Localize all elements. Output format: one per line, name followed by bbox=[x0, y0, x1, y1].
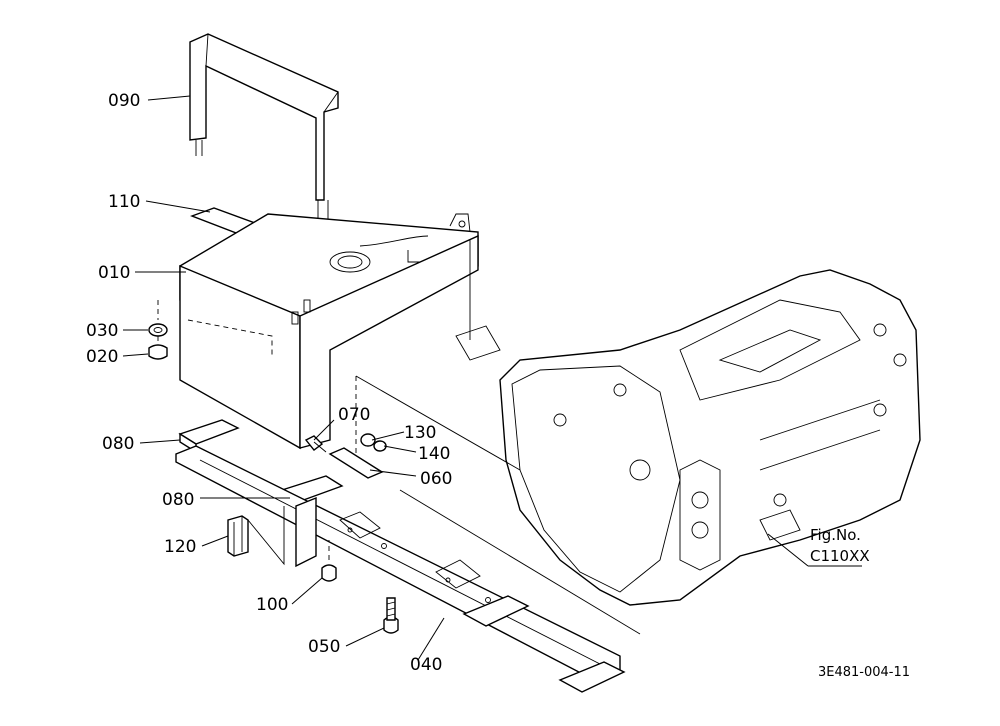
callout-020: 020 bbox=[86, 347, 118, 367]
callout-050: 050 bbox=[308, 637, 340, 657]
hex-bolt bbox=[383, 597, 399, 634]
drawing-number: 3E481-004-11 bbox=[818, 665, 910, 680]
battery bbox=[179, 213, 501, 450]
callout-010: 010 bbox=[98, 263, 130, 283]
cushion-upper bbox=[178, 419, 240, 454]
battery-hold-down-bracket bbox=[189, 33, 339, 230]
callout-100: 100 bbox=[256, 595, 288, 615]
hex-nut bbox=[321, 540, 337, 582]
callout-070: 070 bbox=[338, 405, 370, 425]
callout-130: 130 bbox=[404, 423, 436, 443]
fig-ref-label: Fig.No. bbox=[810, 526, 861, 544]
callout-090: 090 bbox=[108, 91, 140, 111]
callout-030: 030 bbox=[86, 321, 118, 341]
callout-120: 120 bbox=[164, 537, 196, 557]
leader-lines bbox=[122, 95, 862, 661]
spacer-block bbox=[227, 515, 249, 557]
callout-140: 140 bbox=[418, 444, 450, 464]
callout-080-upper: 080 bbox=[102, 434, 134, 454]
projection-lines bbox=[247, 240, 641, 635]
washer-and-nut bbox=[148, 300, 168, 360]
transmission-housing bbox=[499, 269, 921, 606]
fig-ref-code: C110XX bbox=[810, 547, 870, 565]
callout-060: 060 bbox=[420, 469, 452, 489]
callout-110: 110 bbox=[108, 192, 140, 212]
callout-080-lower: 080 bbox=[162, 490, 194, 510]
callout-040: 040 bbox=[410, 655, 442, 675]
battery-stay bbox=[175, 445, 626, 693]
